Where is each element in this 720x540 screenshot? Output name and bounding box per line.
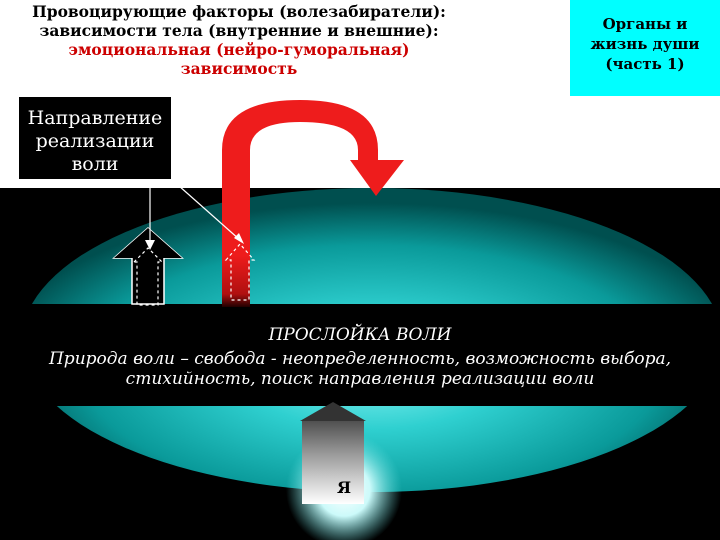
will-layer-title: ПРОСЛОЙКА ВОЛИ	[268, 325, 452, 345]
will-layer-line-1: Природа воли – свобода - неопределенност…	[48, 349, 672, 369]
corner-label-box: Органы и жизнь души (часть 1)	[570, 0, 720, 96]
corner-line-2: жизнь души	[590, 35, 700, 53]
direction-line-3: воли	[71, 153, 119, 175]
title-line-2: зависимости тела (внутренние и внешние):	[39, 21, 439, 40]
corner-line-3: (часть 1)	[605, 55, 685, 73]
will-layer-line-2: стихийность, поиск направления реализаци…	[125, 369, 595, 389]
title-line-1: Провоцирующие факторы (волезабиратели):	[32, 2, 446, 21]
right-dashed-arrow	[224, 243, 256, 301]
pointer-head-left	[145, 240, 155, 250]
direction-line-1: Направление	[27, 107, 163, 129]
direction-line-2: реализации	[35, 130, 155, 152]
will-layer-band	[0, 304, 720, 406]
self-label: Я	[336, 478, 352, 497]
direction-box: Направление реализации воли	[18, 96, 172, 180]
title-line-3: эмоциональная (нейро-гуморальная)	[68, 40, 410, 59]
title-line-4: зависимость	[180, 59, 298, 78]
will-layer-description: Природа воли – свобода - неопределенност…	[0, 349, 720, 389]
pointer-head-right	[234, 233, 244, 244]
self-up-arrow-head	[300, 402, 366, 421]
title-block: Провоцирующие факторы (волезабиратели): …	[0, 2, 478, 78]
corner-line-1: Органы и	[602, 15, 688, 33]
self-up-arrow	[302, 404, 364, 504]
red-uturn-arrow	[222, 100, 404, 307]
